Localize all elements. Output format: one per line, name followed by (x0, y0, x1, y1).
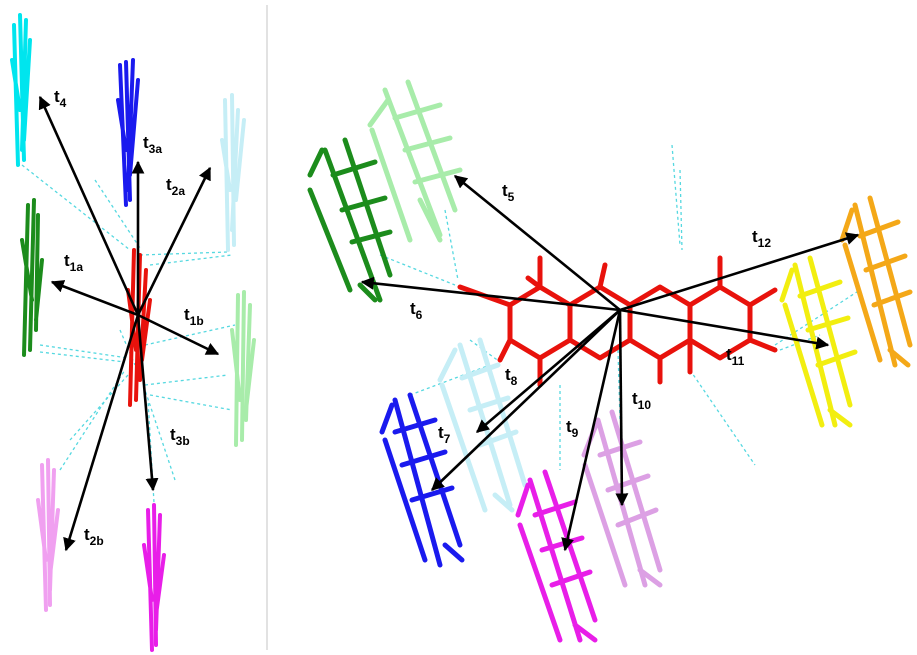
right-molecule-lightblue (437, 337, 528, 513)
left-molecule-magenta (142, 503, 166, 652)
left-molecule-lightgreen (230, 290, 256, 447)
left-molecule-lightblue (220, 93, 246, 252)
right-molecule-yellow (779, 255, 858, 428)
left-panel: t4 t3a t2a t1a t1b t3b t2b (10, 13, 256, 652)
arrow-t1a (50, 280, 139, 317)
arrow-t5 (453, 174, 621, 312)
label-t1b: t1b (184, 305, 204, 328)
right-hbond-lines (379, 144, 861, 470)
label-t2a: t2a (166, 175, 185, 198)
arrow-t1b (137, 313, 220, 356)
right-panel: t5 t6 t7 t8 t9 t10 t11 t12 (307, 79, 913, 643)
label-t6: t6 (410, 299, 423, 322)
label-t12: t12 (752, 227, 771, 250)
arrow-t6 (360, 276, 621, 312)
arrow-t2b (63, 314, 140, 552)
left-molecule-pink (36, 458, 60, 612)
left-molecule-green (20, 198, 44, 357)
label-t9: t9 (566, 417, 579, 440)
arrow-t10 (615, 309, 629, 507)
arrow-t7 (431, 309, 621, 491)
right-molecule-green (307, 137, 393, 303)
label-t5: t5 (502, 181, 515, 204)
right-arrows (360, 174, 860, 552)
label-t11: t11 (726, 345, 745, 368)
arrow-t3b (136, 314, 159, 492)
left-arrows (38, 95, 220, 552)
right-molecule-blue (379, 392, 465, 568)
label-t8: t8 (505, 365, 518, 388)
label-t3b: t3b (170, 425, 190, 448)
left-hbond-lines (21, 164, 236, 521)
arrow-t4 (38, 95, 140, 316)
label-t1a: t1a (64, 251, 83, 274)
label-t4: t4 (54, 87, 67, 110)
right-molecule-magenta (515, 469, 598, 643)
label-t2b: t2b (84, 525, 104, 548)
label-t10: t10 (632, 389, 651, 412)
right-molecule-lightgreen (367, 79, 463, 243)
left-molecule-blue (116, 58, 140, 207)
arrow-t8 (476, 309, 621, 433)
label-t7: t7 (438, 423, 451, 446)
arrow-t11 (619, 308, 830, 350)
left-molecule-cyan (10, 13, 32, 167)
label-t3a: t3a (143, 133, 162, 156)
arrow-t9 (561, 309, 622, 552)
arrow-t2a (136, 166, 212, 316)
right-molecule-orange (839, 195, 913, 368)
arrow-t12 (619, 232, 860, 312)
